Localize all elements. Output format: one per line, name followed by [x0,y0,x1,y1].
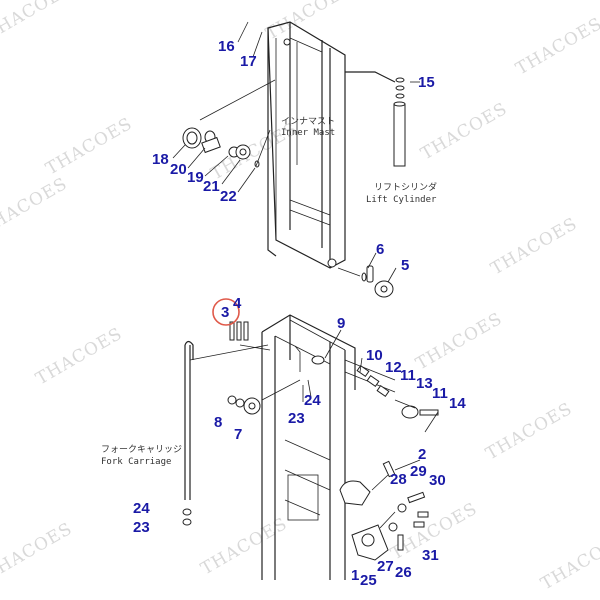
watermark: THACOES [43,114,137,180]
callout-17: 17 [240,53,257,70]
watermark: THACOES [0,0,76,44]
callout-31: 31 [422,547,439,564]
callout-27: 27 [377,558,394,575]
callout-21: 21 [203,178,220,195]
callout-11: 11 [432,385,448,402]
watermark: THACOES [0,519,76,585]
callout-6: 6 [376,241,384,258]
side-roller-hardware [356,364,439,419]
callout-30: 30 [429,472,446,489]
callout-25: 25 [360,572,377,589]
callout-12: 12 [385,359,402,376]
lift-chain-drawing [182,340,269,526]
callout-23: 23 [133,519,150,536]
callout-4: 4 [233,295,242,312]
watermark: THACOES [263,0,357,44]
lift-cylinder-drawing [345,71,406,167]
callout-26: 26 [395,564,412,581]
watermark: THACOES [413,309,507,375]
fork-carriage-label-jp: フォークキャリッジ [101,444,182,455]
callout-24: 24 [304,392,321,409]
inner-mast-drawing [267,21,346,269]
inner-mast-label-en: Inner Mast [281,128,335,138]
watermark: THACOES [198,514,292,580]
watermark: THACOES [418,99,512,165]
callout-13: 13 [416,375,433,392]
callout-11: 11 [400,367,416,384]
callout-numbers: 16 17 15 18 20 19 21 22 6 5 3 4 9 10 12 … [133,38,466,589]
lift-cylinder-label-en: Lift Cylinder [366,195,437,205]
callout-9: 9 [337,315,345,332]
watermark: THACOES [488,214,582,280]
callout-20: 20 [170,161,187,178]
callout-28: 28 [390,471,407,488]
lower-hardware [339,460,429,561]
callout-10: 10 [366,347,383,364]
roller-hardware [227,379,301,415]
callout-5: 5 [401,257,409,274]
sprocket-hardware [182,79,276,168]
pin-hardware-upper [337,265,394,298]
fork-carriage-label-en: Fork Carriage [101,457,171,467]
inner-mast-label-jp: インナマスト [281,116,335,127]
callout-19: 19 [187,169,204,186]
callout-16: 16 [218,38,235,55]
callout-8: 8 [214,414,222,431]
callout-18: 18 [152,151,169,168]
watermark: THACOES [538,529,600,595]
callout-15: 15 [418,74,435,91]
callout-2: 2 [418,446,426,463]
callout-22: 22 [220,188,237,205]
shim-hardware [229,321,271,351]
callout-1: 1 [351,567,359,584]
callout-3: 3 [221,304,229,321]
callout-14: 14 [449,395,466,412]
callout-29: 29 [410,463,427,480]
watermark: THACOES [483,399,577,465]
lift-cylinder-label-jp: リフトシリンダ [374,181,437,193]
watermark: THACOES [0,174,71,240]
callout-24: 24 [133,500,150,517]
watermark: THACOES [513,14,600,80]
highlight-ring [212,298,240,326]
watermark: THACOES [33,324,127,390]
leader-lines [172,21,439,471]
callout-7: 7 [234,426,242,443]
callout-23: 23 [288,410,305,427]
